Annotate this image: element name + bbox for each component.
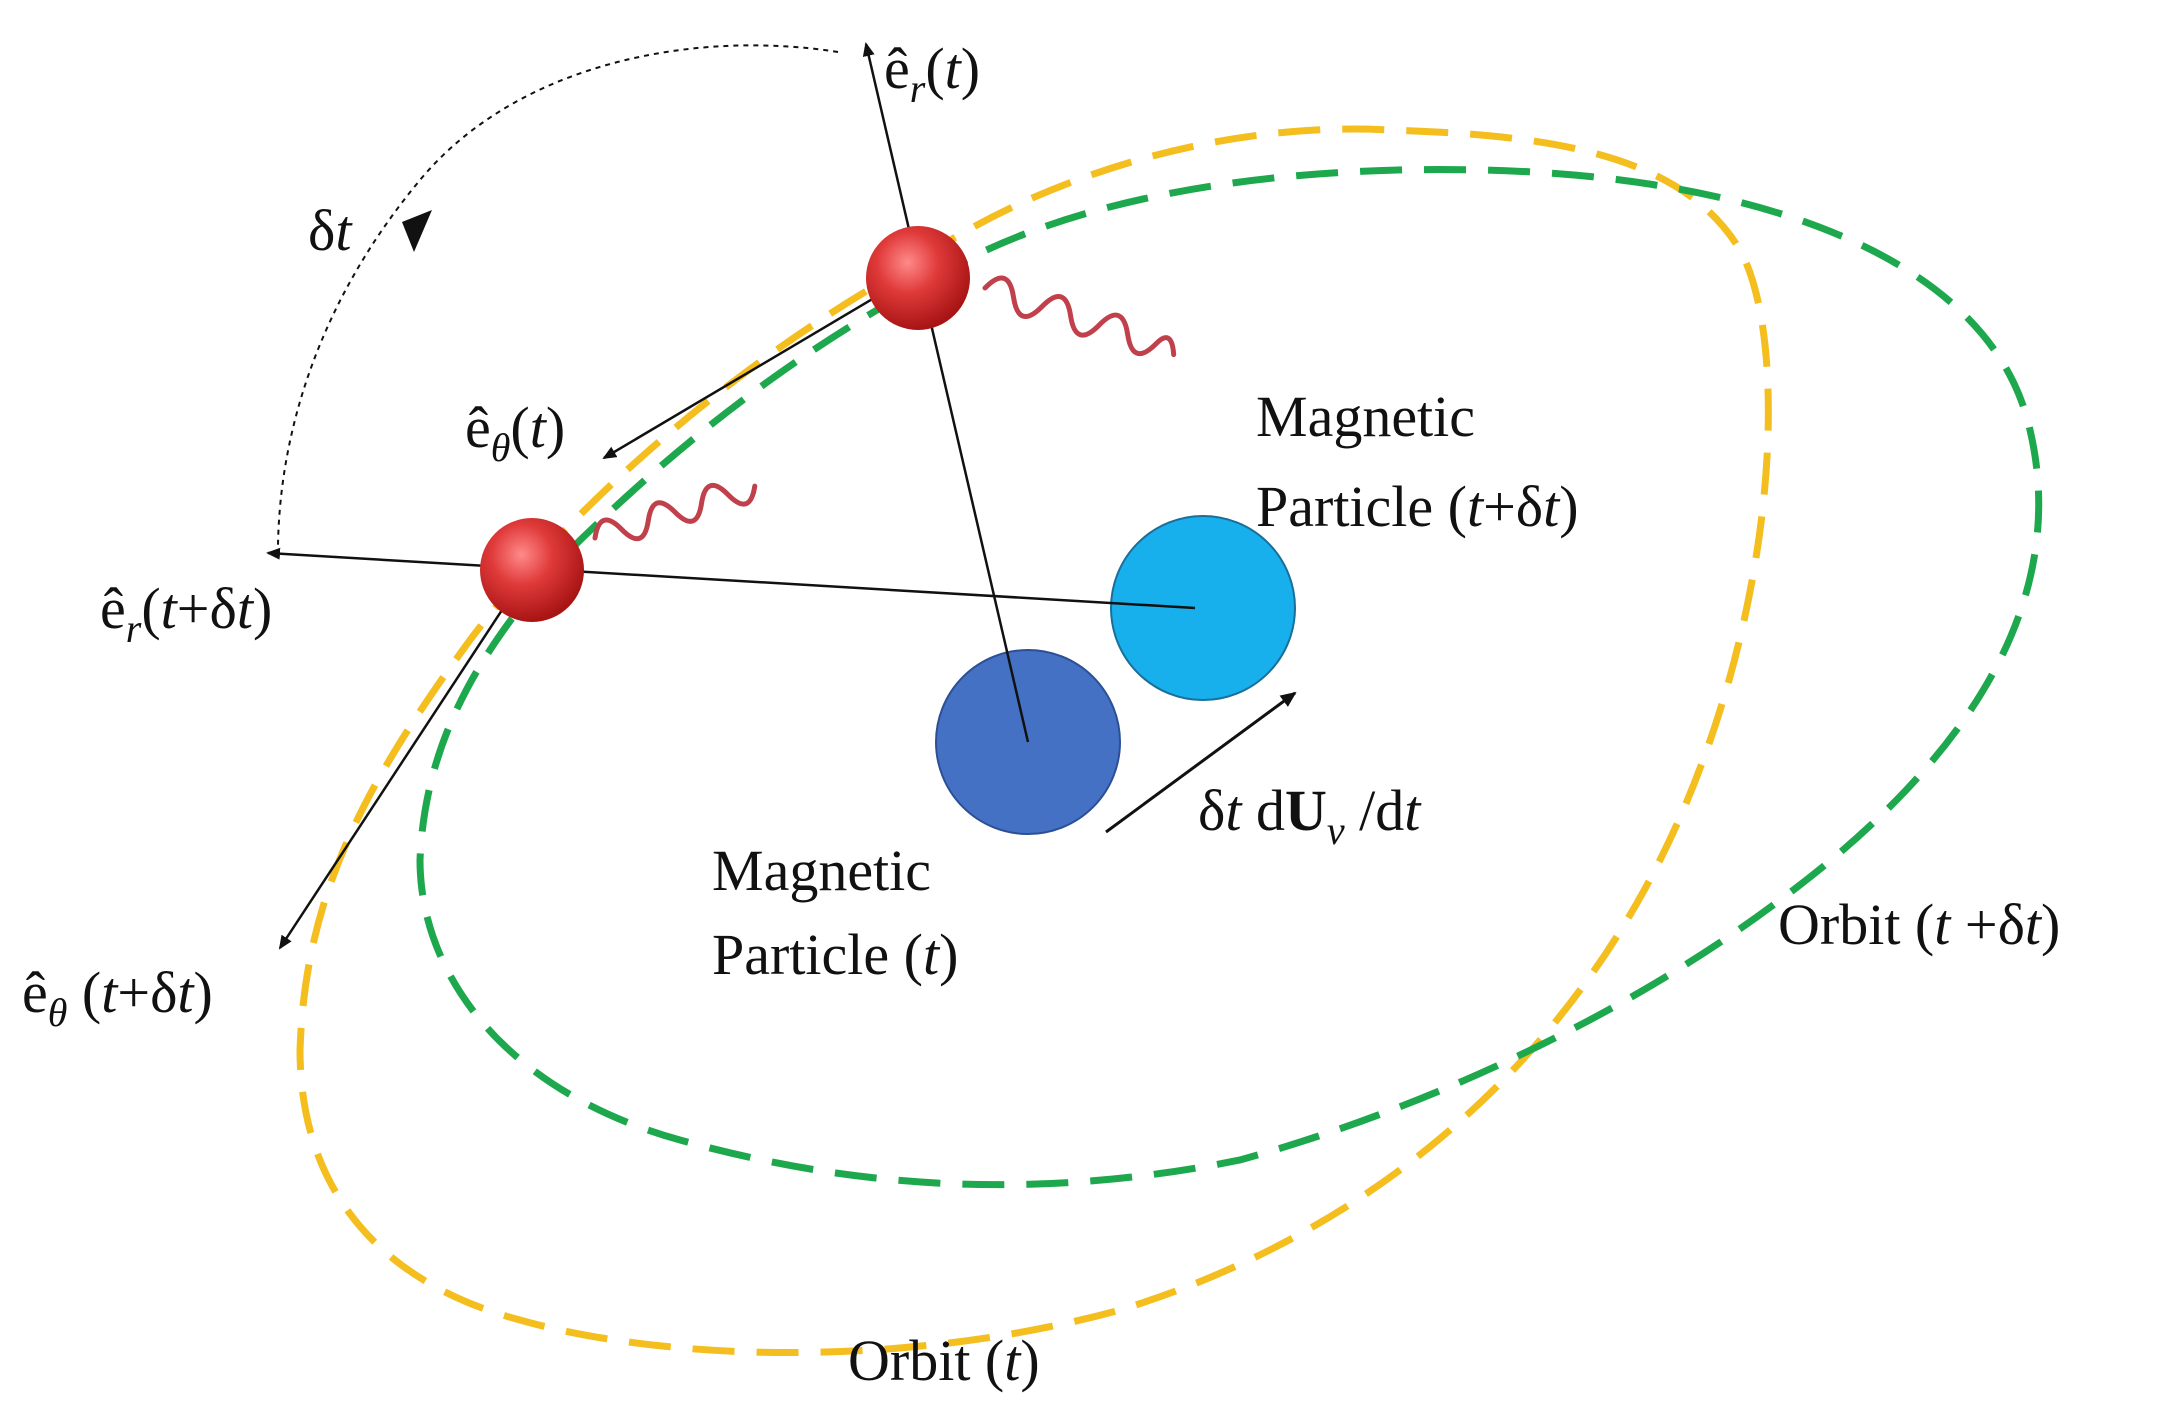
svg-text:êr(t+δt): êr(t+δt) [100,576,272,651]
label-drift: δt dUv /dt [1198,778,1422,853]
orbit-t-curve [296,125,1772,1356]
label-orbit-tdt: Orbit (t +δt) [1778,892,2060,957]
drift-arrow [1105,691,1297,834]
charge-tdt [480,518,584,622]
label-delta-t: δt [308,198,353,263]
charge-t [866,226,970,330]
svg-text:Particle (t): Particle (t) [712,922,958,987]
delta-t-arrowhead [402,210,432,252]
svg-text:Orbit (t +δt): Orbit (t +δt) [1778,892,2060,957]
svg-text:Magnetic: Magnetic [1256,384,1475,449]
label-magnetic-particle-t: Magnetic Particle (t) [712,838,958,987]
svg-text:êr(t): êr(t) [884,36,980,111]
label-er-tdt: êr(t+δt) [100,576,272,651]
er-tdt-arrow [266,547,1196,610]
svg-text:Magnetic: Magnetic [712,838,931,903]
etheta-t-arrow [602,270,919,460]
label-etheta-t: êθ(t) [465,395,565,470]
radiation-wave-2 [592,483,758,542]
label-orbit-t: Orbit (t) [848,1328,1040,1393]
delta-t-rotation-arrow [277,44,839,546]
label-etheta-tdt: êθ (t+δt) [22,960,213,1035]
magnetic-particle-tdt [1110,515,1296,701]
orbit-tdt-curve [416,166,2043,1189]
svg-text:δt: δt [308,198,353,263]
svg-text:êθ(t): êθ(t) [465,395,565,470]
svg-text:Particle (t+δt): Particle (t+δt) [1256,474,1579,539]
radiation-wave-1 [982,275,1177,358]
svg-text:Orbit (t): Orbit (t) [848,1328,1040,1393]
label-magnetic-particle-tdt: Magnetic Particle (t+δt) [1256,384,1579,539]
svg-text:êθ (t+δt): êθ (t+δt) [22,960,213,1035]
er-t-arrow [862,42,1030,743]
label-er-t: êr(t) [884,36,980,111]
svg-text:δt dUv /dt: δt dUv /dt [1198,778,1422,853]
